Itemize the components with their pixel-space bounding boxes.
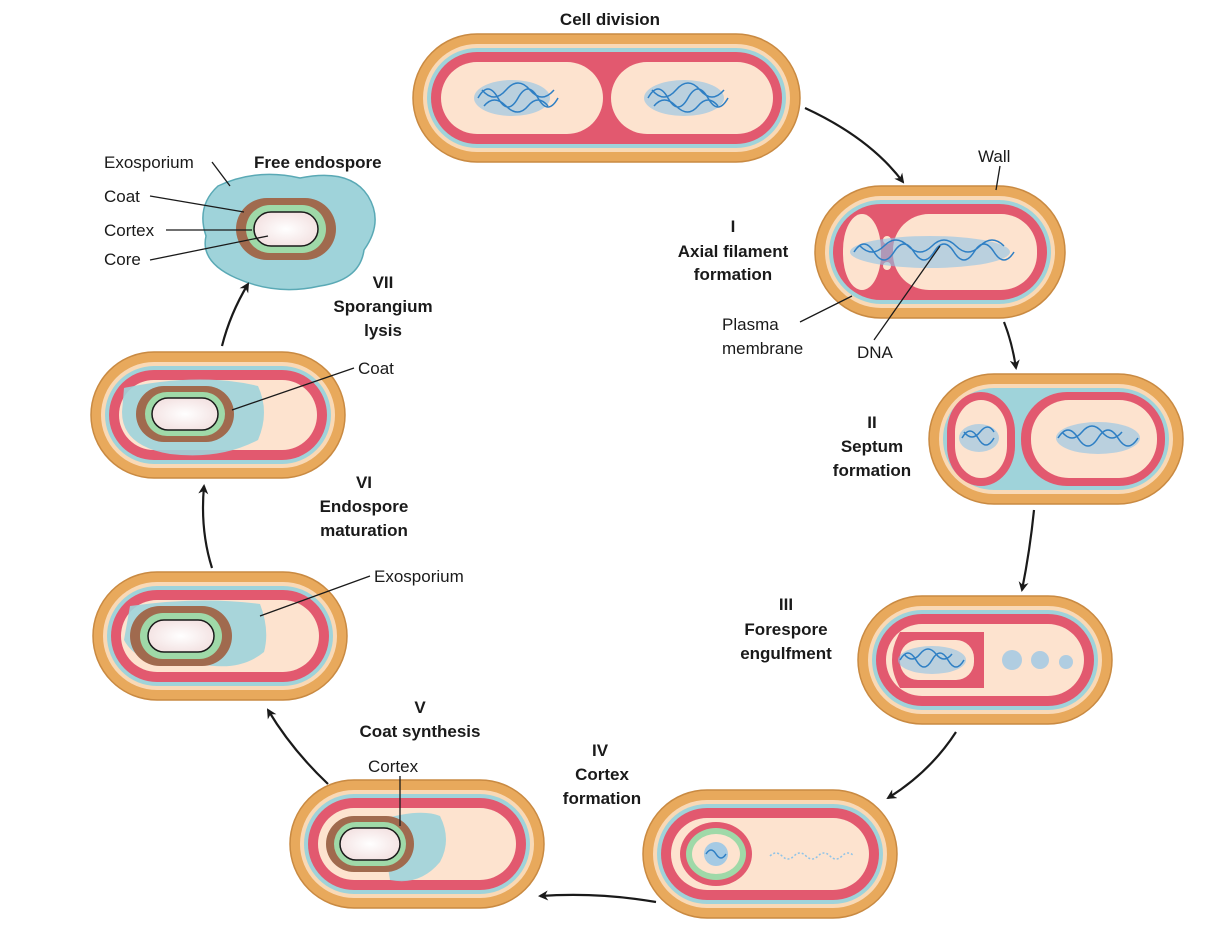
stage-1-line-2: formation <box>694 265 772 284</box>
stage-2-numeral: II <box>867 413 876 432</box>
exosporium-callout: Exosporium <box>374 567 464 586</box>
label-core: Core <box>104 250 141 269</box>
stage-6-label: VI Endospore maturation <box>320 473 409 540</box>
stage-2-line-2: formation <box>833 461 911 480</box>
cell-division-title: Cell division <box>560 10 660 29</box>
stage-5-numeral: V <box>414 698 426 717</box>
stage-1-cell <box>814 185 1066 319</box>
stage-2-cell <box>928 373 1184 505</box>
stage-2-label: II Septum formation <box>833 413 911 480</box>
plasma-membrane-callout: Plasma membrane <box>722 315 803 358</box>
stage-7-numeral: VII <box>373 273 394 292</box>
free-endospore-labels: Exosporium Coat Cortex Core <box>104 153 194 269</box>
wall-callout: Wall <box>978 147 1010 166</box>
label-cortex: Cortex <box>104 221 155 240</box>
stage-3-cell <box>857 595 1113 725</box>
dna-callout: DNA <box>857 343 894 362</box>
coat-callout: Coat <box>358 359 394 378</box>
stage-3-numeral: III <box>779 595 793 614</box>
stage-6-numeral: VI <box>356 473 372 492</box>
label-coat: Coat <box>104 187 140 206</box>
label-exosporium: Exosporium <box>104 153 194 172</box>
stage-3-line-1: Forespore <box>744 620 827 639</box>
stage-4-line-1: Cortex <box>575 765 629 784</box>
cycle-arrows <box>198 107 1036 904</box>
arrow-4-to-5 <box>538 890 657 904</box>
plasma-membrane-line-1: Plasma <box>722 315 779 334</box>
stage-4-numeral: IV <box>592 741 609 760</box>
stage-6-line-1: Endospore <box>320 497 409 516</box>
stage-4-label: IV Cortex formation <box>563 741 641 808</box>
stage-5-label: V Coat synthesis <box>360 698 481 741</box>
cell-division <box>412 33 801 163</box>
arrow-1-to-2 <box>1002 321 1020 370</box>
stage-6-cell <box>92 571 348 701</box>
stage-1-numeral: I <box>731 217 736 236</box>
arrow-6-to-7 <box>198 484 214 569</box>
arrow-2-to-3 <box>1018 509 1036 592</box>
free-endospore <box>202 173 376 291</box>
stage-3-line-2: engulfment <box>740 644 832 663</box>
stage-7-label: VII Sporangium lysis <box>333 273 432 340</box>
stage-6-line-2: maturation <box>320 521 408 540</box>
stage-3-label: III Forespore engulfment <box>740 595 832 663</box>
arrow-3-to-4 <box>886 731 957 800</box>
stage-4-cell <box>642 789 898 919</box>
stage-7-line-2: lysis <box>364 321 402 340</box>
stage-7-cell <box>90 351 346 479</box>
stage-4-line-2: formation <box>563 789 641 808</box>
plasma-membrane-line-2: membrane <box>722 339 803 358</box>
arrow-5-to-6 <box>266 708 329 785</box>
stage-5-line-1: Coat synthesis <box>360 722 481 741</box>
stage-5-cell <box>289 779 545 909</box>
stage-1-line-1: Axial filament <box>678 242 789 261</box>
stage-1-label: I Axial filament formation <box>678 217 789 284</box>
free-endospore-title: Free endospore <box>254 153 382 172</box>
dna-nucleoid <box>474 80 729 116</box>
stage-2-line-1: Septum <box>841 437 903 456</box>
arrow-7-to-free <box>220 282 250 347</box>
cortex-callout: Cortex <box>368 757 419 776</box>
stage-7-line-1: Sporangium <box>333 297 432 316</box>
arrow-division-to-1 <box>804 107 905 184</box>
